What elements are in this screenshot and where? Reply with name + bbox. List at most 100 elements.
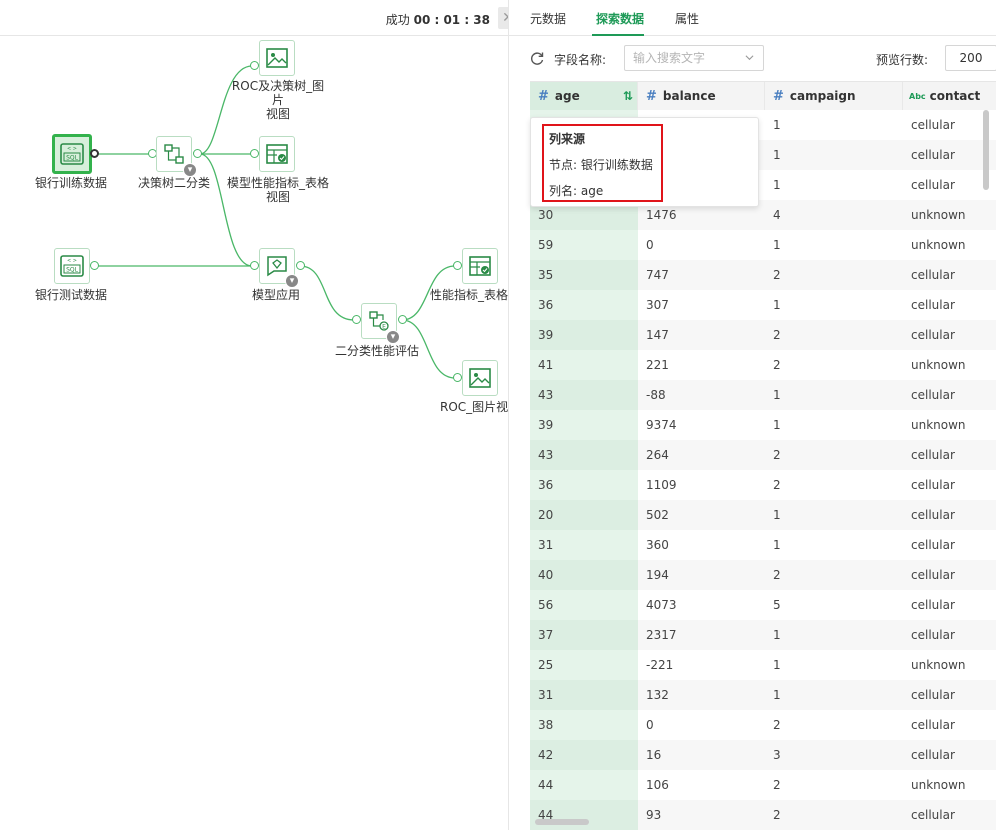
field-search-input[interactable] — [624, 45, 764, 71]
node-model-apply[interactable] — [259, 248, 295, 284]
table-cell-contact: unknown — [911, 238, 966, 252]
field-name-label: 字段名称: — [554, 53, 607, 67]
workflow-canvas[interactable]: 成功 00 : 01 : 38 SQL < > — [0, 0, 508, 830]
node-input-port[interactable] — [250, 261, 259, 270]
vertical-scrollbar[interactable] — [983, 110, 989, 190]
edge-eval-to-roc2 — [401, 319, 456, 379]
column-name: contact — [929, 89, 981, 103]
table-cell-contact: cellular — [911, 688, 955, 702]
table-row[interactable]: 43 -88 1 cellular — [530, 380, 996, 410]
column-name: campaign — [789, 89, 856, 103]
preview-rows-input[interactable] — [945, 45, 996, 71]
table-cell-balance: 93 — [646, 808, 662, 822]
table-cell-balance: 2317 — [646, 628, 677, 642]
evaluate-icon: E — [369, 311, 389, 331]
table-cell-contact: cellular — [911, 268, 955, 282]
chevron-down-icon[interactable] — [745, 53, 754, 62]
table-cell-campaign: 1 — [773, 148, 781, 162]
node-perf-table[interactable] — [462, 248, 498, 284]
node-input-port[interactable] — [250, 61, 259, 70]
node-bank-train-data[interactable]: SQL < > — [52, 134, 92, 174]
model-apply-icon — [267, 256, 287, 277]
run-status: 成功 00 : 01 : 38 — [386, 11, 490, 28]
node-output-port[interactable] — [193, 149, 202, 158]
table-cell-age: 35 — [530, 260, 638, 290]
table-header: # age ⇅ # balance # campaign Abc contact — [530, 82, 996, 110]
table-cell-contact: cellular — [911, 328, 955, 342]
table-cell-balance: 194 — [646, 568, 669, 582]
tab-explore-data[interactable]: 探索数据 — [596, 12, 645, 26]
table-cell-campaign: 1 — [773, 388, 781, 402]
table-cell-balance: 16 — [646, 748, 662, 762]
node-roc-image[interactable] — [462, 360, 498, 396]
table-cell-contact: cellular — [911, 538, 955, 552]
data-table[interactable]: # age ⇅ # balance # campaign Abc contact… — [530, 81, 996, 830]
node-label-decision-tree: 决策树二分类 — [138, 176, 211, 190]
numeric-type-icon: # — [773, 88, 784, 104]
edge-apply-to-eval — [299, 265, 355, 321]
horizontal-scrollbar[interactable] — [535, 819, 589, 825]
table-cell-age: 59 — [530, 230, 638, 260]
node-label-perf-table: 性能指标_表格 — [430, 288, 508, 302]
tree-flow-icon — [164, 144, 184, 164]
node-roc-tree-image[interactable] — [259, 40, 295, 76]
table-cell-balance: -88 — [646, 388, 666, 402]
table-cell-age: 31 — [530, 680, 638, 710]
table-cell-campaign: 5 — [773, 598, 781, 612]
table-cell-contact: cellular — [911, 808, 955, 822]
table-cell-campaign: 3 — [773, 748, 781, 762]
table-cell-age: 43 — [530, 380, 638, 410]
node-model-perf-table[interactable] — [259, 136, 295, 172]
table-cell-campaign: 2 — [773, 478, 781, 492]
active-tab-indicator — [592, 34, 644, 36]
sort-icon[interactable]: ⇅ — [622, 89, 633, 103]
node-input-port[interactable] — [352, 315, 361, 324]
tab-properties[interactable]: 属性 — [675, 12, 700, 26]
node-input-port[interactable] — [453, 261, 462, 270]
table-cell-campaign: 1 — [773, 418, 781, 432]
node-output-port[interactable] — [90, 149, 99, 158]
table-cell-age: 31 — [530, 530, 638, 560]
node-bank-test-data[interactable]: SQL < > — [54, 248, 90, 284]
refresh-icon[interactable] — [529, 50, 545, 66]
column-header-contact[interactable]: Abc contact — [903, 82, 996, 110]
table-cell-contact: cellular — [911, 448, 955, 462]
node-output-port[interactable] — [398, 315, 407, 324]
column-header-balance[interactable]: # balance — [638, 82, 765, 110]
table-cell-balance: 1476 — [646, 208, 677, 222]
tooltip-column-line: 列名: age — [549, 184, 604, 198]
table-cell-balance: 307 — [646, 298, 669, 312]
table-cell-contact: cellular — [911, 388, 955, 402]
table-cell-campaign: 1 — [773, 688, 781, 702]
column-header-campaign[interactable]: # campaign — [765, 82, 903, 110]
table-cell-age: 39 — [530, 320, 638, 350]
table-cell-contact: cellular — [911, 628, 955, 642]
table-cell-contact: unknown — [911, 658, 966, 672]
node-input-port[interactable] — [453, 373, 462, 382]
node-output-port[interactable] — [296, 261, 305, 270]
tab-metadata[interactable]: 元数据 — [530, 12, 567, 26]
node-input-port[interactable] — [250, 149, 259, 158]
table-cell-campaign: 2 — [773, 448, 781, 462]
node-output-port[interactable] — [90, 261, 99, 270]
column-header-age[interactable]: # age ⇅ — [530, 82, 638, 110]
